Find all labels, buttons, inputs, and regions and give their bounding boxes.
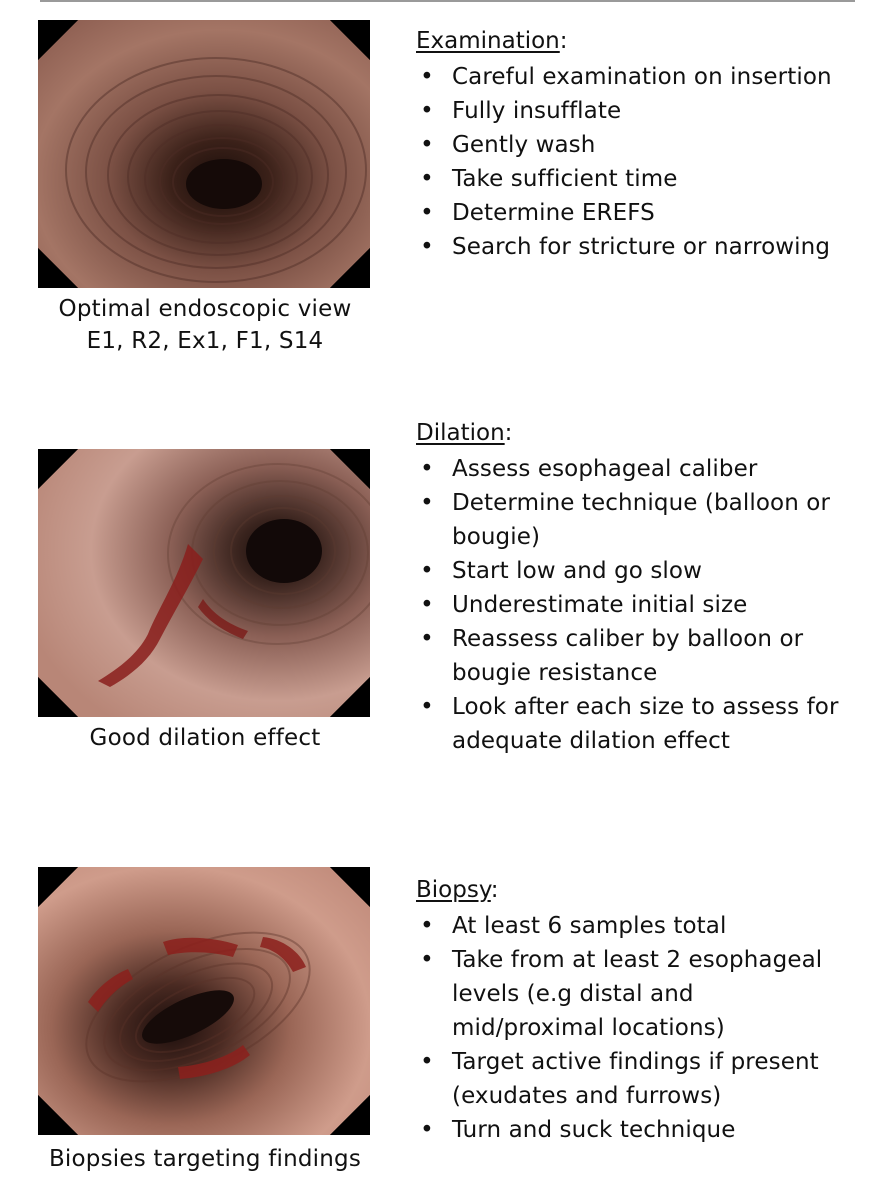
- bullet-dot: •: [420, 694, 434, 720]
- bullet-item: • Determine EREFS: [416, 196, 871, 230]
- dilation-endoscopy-image: [38, 449, 370, 717]
- bullet-text: Take from at least 2 esophageal: [452, 947, 823, 973]
- bullet-text: Assess esophageal caliber: [452, 456, 758, 482]
- biopsy-bullet-list: • At least 6 samples total • Take from at …: [416, 909, 871, 1147]
- bullet-item: • Underestimate initial size: [416, 588, 871, 622]
- bullet-text: Look after each size to assess for: [452, 694, 839, 720]
- bullet-item: • Look after each size to assess for adequ…: [416, 690, 871, 758]
- biopsy-heading-text: Biopsy: [416, 877, 491, 903]
- bullet-item: • Search for stricture or narrowing: [416, 230, 871, 264]
- bullet-dot: •: [420, 98, 434, 124]
- bullet-text: Determine EREFS: [452, 200, 655, 226]
- bullet-dot: •: [420, 456, 434, 482]
- bullet-text: Determine technique (balloon or: [452, 490, 831, 516]
- bullet-dot: •: [420, 1049, 434, 1075]
- bullet-text: (exudates and furrows): [452, 1083, 722, 1109]
- biopsy-caption-line: Biopsies targeting findings: [48, 1146, 362, 1172]
- biopsy-endoscopy-image: [38, 867, 370, 1135]
- bullet-item: • Careful examination on insertion: [416, 60, 871, 94]
- bullet-dot: •: [420, 913, 434, 939]
- bullet-text: bougie): [452, 524, 541, 550]
- examination-heading-text: Examination: [416, 28, 560, 54]
- bullet-item: • Turn and suck technique: [416, 1113, 871, 1147]
- bullet-text: adequate dilation effect: [452, 728, 730, 754]
- dilation-panel: Dilation: • Assess esophageal caliber • De…: [416, 418, 871, 758]
- bullet-dot: •: [420, 234, 434, 260]
- bullet-text: Fully insufflate: [452, 98, 622, 124]
- biopsy-caption: Biopsies targeting findings: [20, 1143, 390, 1175]
- bullet-item: • Take sufficient time: [416, 162, 871, 196]
- dilation-heading-text: Dilation: [416, 420, 505, 446]
- examination-endoscopy-image: [38, 20, 370, 288]
- examination-caption-line: E1, R2, Ex1, F1, S14: [86, 328, 324, 354]
- bullet-item: • Assess esophageal caliber: [416, 452, 871, 486]
- heading-colon: :: [490, 877, 499, 903]
- bullet-text: At least 6 samples total: [452, 913, 727, 939]
- examination-endoscopy-picture: [38, 20, 370, 288]
- heading-colon: :: [559, 28, 568, 54]
- examination-bullet-list: • Careful examination on insertion • Fully…: [416, 60, 871, 264]
- bullet-dot: •: [420, 166, 434, 192]
- bullet-dot: •: [420, 490, 434, 516]
- bullet-text: Take sufficient time: [452, 166, 678, 192]
- bullet-dot: •: [420, 64, 434, 90]
- bullet-dot: •: [420, 132, 434, 158]
- bullet-text: Target active findings if present: [452, 1049, 819, 1075]
- heading-colon: :: [504, 420, 513, 446]
- dilation-heading: Dilation:: [416, 418, 871, 448]
- dilation-bullet-list: • Assess esophageal caliber • Determine te…: [416, 452, 871, 758]
- bullet-item: • Determine technique (balloon or bougie): [416, 486, 871, 554]
- bullet-item: • Target active findings if present (exuda…: [416, 1045, 871, 1113]
- bullet-text: Careful examination on insertion: [452, 64, 832, 90]
- examination-heading: Examination:: [416, 26, 871, 56]
- biopsy-panel: Biopsy: • At least 6 samples total • Take …: [416, 875, 871, 1147]
- bullet-text: Reassess caliber by balloon or: [452, 626, 804, 652]
- examination-panel: Examination: • Careful examination on ins…: [416, 26, 871, 264]
- dilation-endoscopy-picture: [38, 449, 370, 717]
- bullet-text: Underestimate initial size: [452, 592, 748, 618]
- bullet-text: levels (e.g distal and: [452, 981, 694, 1007]
- bullet-dot: •: [420, 1117, 434, 1143]
- bullet-item: • Fully insufflate: [416, 94, 871, 128]
- bullet-item: • Take from at least 2 esophageal levels (…: [416, 943, 871, 1045]
- biopsy-endoscopy-picture: [38, 867, 370, 1135]
- bullet-item: • Reassess caliber by balloon or bougie re…: [416, 622, 871, 690]
- bullet-dot: •: [420, 592, 434, 618]
- bullet-dot: •: [420, 558, 434, 584]
- bullet-text: mid/proximal locations): [452, 1015, 725, 1041]
- bullet-text: Gently wash: [452, 132, 596, 158]
- dilation-caption: Good dilation effect: [20, 722, 390, 754]
- biopsy-heading: Biopsy:: [416, 875, 871, 905]
- bullet-dot: •: [420, 947, 434, 973]
- top-divider: [40, 0, 855, 2]
- examination-caption: Optimal endoscopic view E1, R2, Ex1, F1,…: [20, 293, 390, 357]
- bullet-text: bougie resistance: [452, 660, 658, 686]
- examination-caption-line: Optimal endoscopic view: [58, 296, 352, 322]
- bullet-text: Start low and go slow: [452, 558, 703, 584]
- bullet-text: Search for stricture or narrowing: [452, 234, 831, 260]
- dilation-caption-line: Good dilation effect: [89, 725, 321, 751]
- bullet-item: • Start low and go slow: [416, 554, 871, 588]
- bullet-text: Turn and suck technique: [452, 1117, 736, 1143]
- bullet-item: • Gently wash: [416, 128, 871, 162]
- bullet-item: • At least 6 samples total: [416, 909, 871, 943]
- bullet-dot: •: [420, 200, 434, 226]
- bullet-dot: •: [420, 626, 434, 652]
